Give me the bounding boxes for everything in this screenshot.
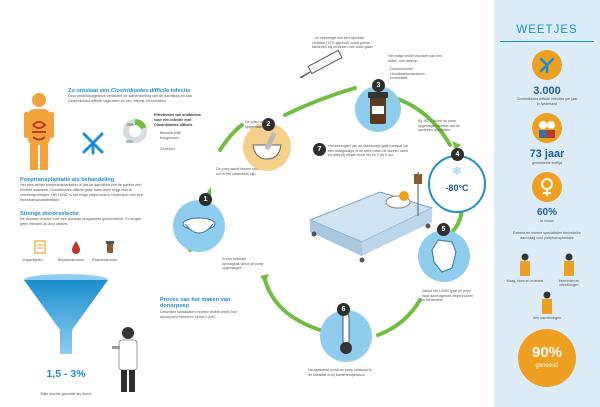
step4a-text: Bij -80°C wordt de poep opgeslagen zonde… bbox=[418, 119, 460, 133]
stat3-text: is vrouw bbox=[540, 219, 554, 223]
specialist2-icon bbox=[564, 253, 574, 276]
process-title: Proces van het maken van donorpoep bbox=[160, 297, 231, 310]
snowflake-icon: ❄ bbox=[451, 164, 463, 178]
effect-block: Effectiviteit van antibiotica voor een i… bbox=[154, 113, 204, 128]
poep-title: Poeptransplantatie als behandeling bbox=[20, 177, 115, 183]
process-block: Proces van het maken van donorpoep Gesch… bbox=[160, 297, 244, 320]
step6-text: Na aankomst wordt de poep ontdooid in de… bbox=[308, 368, 372, 377]
step5-text: Vanuit het LUMC gaat de poep naar aanvra… bbox=[422, 289, 474, 303]
selectie-title: Strenge donorselectie bbox=[20, 211, 79, 217]
arrow-head-2 bbox=[452, 141, 461, 150]
pie-label-cured: 20% bbox=[127, 123, 134, 127]
stat2-value: 73 jaar bbox=[529, 148, 565, 160]
weetjes-title: WEETJES bbox=[516, 24, 578, 36]
intro-block: Zo ontstaat een Clostridioides difficile… bbox=[68, 88, 196, 104]
step-badge-4: 4 bbox=[451, 148, 464, 161]
step-badge-3: 3 bbox=[372, 79, 385, 92]
step1-text: De poep wordt binnen twee uur in het zie… bbox=[216, 167, 260, 176]
female-symbol-icon bbox=[541, 178, 553, 196]
arrow-3-4 bbox=[393, 96, 452, 147]
stool-sample-icon bbox=[106, 241, 114, 253]
freezer-temp: -80°C bbox=[445, 183, 469, 193]
hospital-bed-icon bbox=[308, 172, 434, 263]
test-stool: Poeponderzoek bbox=[92, 258, 118, 262]
step-badge-6: 6 bbox=[337, 303, 350, 316]
test-blood: Bloedonderzoek bbox=[58, 258, 84, 262]
stat1-text: Clostridioides difficile infecties per j… bbox=[516, 97, 578, 106]
funnel-caption-wrap: Blijkt slechts geschikt als donor bbox=[20, 382, 112, 400]
intro-text: Door antibioticagebruik verandert de sam… bbox=[68, 94, 192, 104]
team-text: Externe en interne specialisten beoordel… bbox=[512, 231, 582, 240]
step2-text: De poep wordt fijngemalen... bbox=[245, 120, 269, 129]
weetjes-divider bbox=[500, 41, 594, 42]
specialist1-icon bbox=[520, 253, 530, 276]
stat1-value: 3.000 bbox=[533, 85, 561, 97]
questionnaire-icon bbox=[34, 240, 46, 254]
thermometer-icon bbox=[340, 314, 352, 354]
funnel-icon bbox=[24, 274, 108, 354]
final-bg bbox=[518, 329, 576, 387]
sample-jar-icon bbox=[368, 92, 388, 124]
team3-label: Arts microbiologen bbox=[532, 316, 562, 320]
effect-pie-chart bbox=[123, 119, 147, 143]
netherlands-map-icon bbox=[431, 239, 457, 273]
freezer-circle bbox=[428, 155, 486, 213]
final-value: 90% bbox=[531, 344, 563, 361]
step3c-text: - Donornummer - Houdbaarheidsdatum - Inv… bbox=[388, 67, 425, 81]
step7-text: Het inbrengen van de donorpoep gaat mees… bbox=[328, 144, 408, 158]
syringe-icon bbox=[300, 49, 343, 78]
step1b-text: In een speciale opvangbak wordt de poep … bbox=[222, 257, 264, 271]
selectie-text: De donoren worden met een speciaal progr… bbox=[20, 217, 142, 227]
bacteria-icon bbox=[82, 132, 104, 155]
intro-title: Zo ontstaat een Clostridioides difficile… bbox=[68, 88, 191, 94]
arrow-5-6 bbox=[376, 298, 422, 337]
effect-title: Effectiviteit van antibiotica voor een i… bbox=[154, 113, 201, 127]
blood-drop-icon bbox=[72, 241, 80, 254]
step3a-text: ...en vermengd met een speciale vloeisto… bbox=[312, 36, 374, 50]
label-cured: Genezen bbox=[160, 147, 175, 151]
arrow-2-3 bbox=[283, 86, 357, 117]
test-questionnaire: Vragenlijsten bbox=[22, 258, 43, 262]
step-badge-1: 1 bbox=[199, 193, 212, 206]
selectie-block: Strenge donorselectie De donoren worden … bbox=[20, 211, 144, 227]
mortar-pestle-icon bbox=[252, 132, 282, 160]
stat3-bg bbox=[532, 172, 562, 202]
arrow-to-2 bbox=[218, 123, 244, 152]
specialist3-icon bbox=[542, 291, 552, 314]
team1-label: Maag, darm en leverarts bbox=[506, 279, 544, 283]
stat1-bacteria-icon bbox=[539, 57, 555, 74]
step3b-text: Het buisje wordt voorzien van een etiket… bbox=[388, 54, 443, 63]
process-text: Geschikte kandidaten moeten iedere week … bbox=[160, 309, 237, 319]
funnel-caption: Blijkt slechts geschikt als donor bbox=[40, 392, 92, 396]
final-text: geneest! bbox=[535, 363, 559, 369]
researcher-icon bbox=[112, 327, 138, 392]
poep-text: Het idee achter poeptransplantaties is d… bbox=[20, 183, 143, 203]
stat2-text: gemiddelde leeftijd bbox=[532, 161, 562, 165]
pie-label-recurrence: 80% bbox=[126, 140, 133, 144]
weetjes-panel: WEETJES 3.000 Clostridioides difficile i… bbox=[494, 0, 600, 407]
toilet-collector-icon bbox=[182, 217, 216, 234]
arrow-head-3 bbox=[260, 274, 269, 283]
step-badge-2: 2 bbox=[262, 118, 275, 131]
stat3-value: 60% bbox=[536, 207, 557, 218]
human-torso-icon bbox=[24, 93, 54, 170]
step-badge-7: 7 bbox=[313, 143, 326, 156]
arrow-6-7 bbox=[263, 278, 322, 332]
poep-block: Poeptransplantatie als behandeling Het i… bbox=[20, 177, 144, 203]
elderly-couple-icon bbox=[539, 121, 555, 138]
team2-label: Internisten en infectiologen bbox=[558, 279, 580, 288]
funnel-value: 1,5 - 3% bbox=[46, 368, 86, 380]
label-recurrence: Bacterie blijft terugkomen bbox=[160, 131, 181, 140]
step-badge-5: 5 bbox=[437, 223, 450, 236]
